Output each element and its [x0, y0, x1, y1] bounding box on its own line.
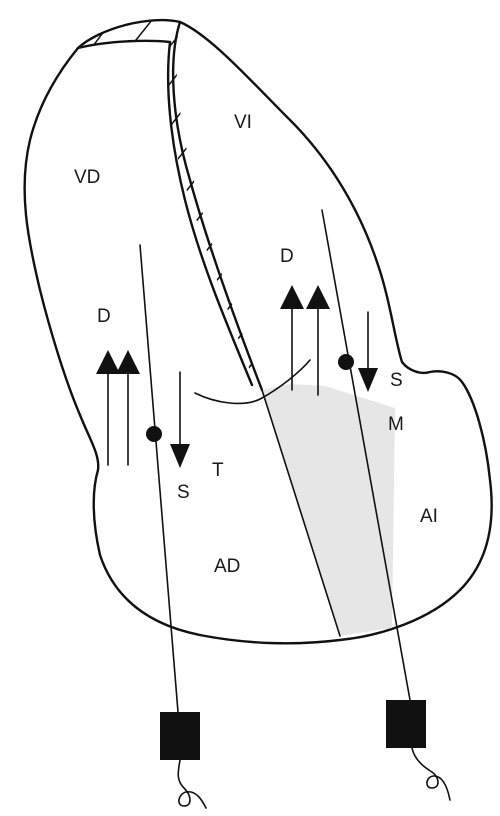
right-transducer — [386, 700, 426, 748]
label-vi: VI — [234, 112, 252, 133]
label-ai: AI — [420, 506, 438, 527]
right-d-arrows — [280, 285, 330, 395]
left-s-arrow — [170, 372, 190, 468]
right-sample-volume — [338, 354, 354, 370]
label-d-right: D — [280, 246, 294, 267]
label-m: M — [388, 414, 404, 435]
right-s-arrow — [358, 312, 378, 392]
label-d-left: D — [97, 306, 111, 327]
label-s-right: S — [390, 370, 403, 391]
septum-hatch — [60, 10, 310, 430]
left-transducer — [160, 712, 200, 760]
label-vd: VD — [74, 167, 100, 188]
septum-boundary-left — [78, 41, 252, 385]
heart-outline — [25, 20, 492, 643]
left-d-arrows — [96, 350, 140, 465]
left-probe-line — [140, 245, 178, 712]
left-sample-volume — [146, 426, 162, 442]
left-cable — [178, 760, 206, 808]
label-s-left: S — [177, 482, 190, 503]
label-ad: AD — [214, 556, 240, 577]
right-cable — [412, 748, 450, 800]
label-t: T — [212, 460, 224, 481]
